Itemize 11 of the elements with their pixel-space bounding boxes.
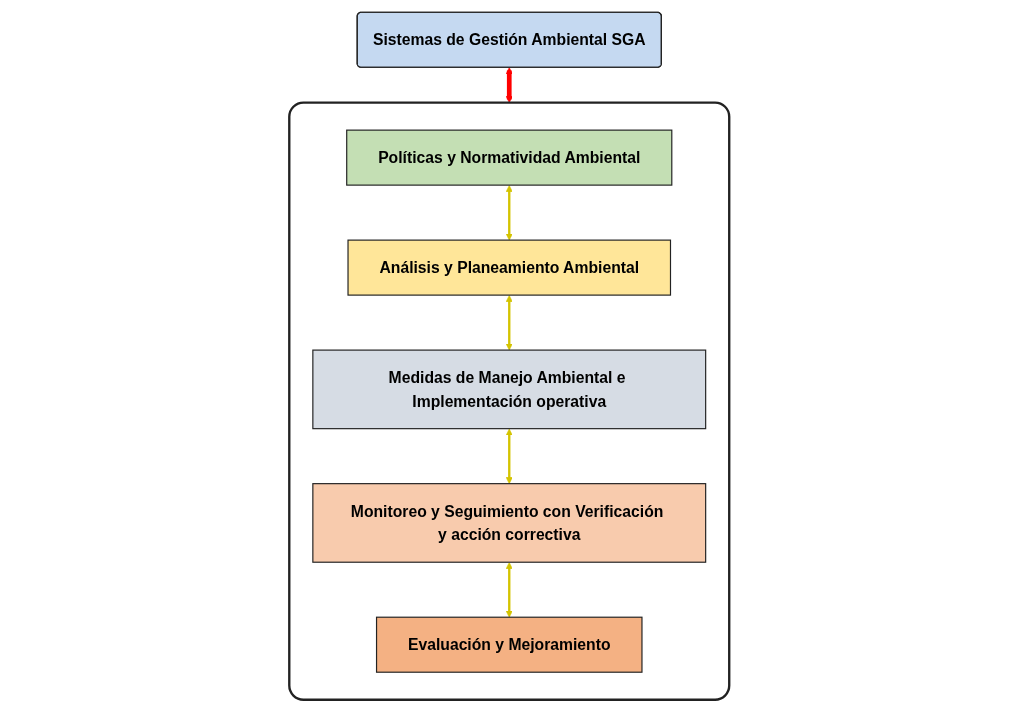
node-box: Medidas de Manejo Ambiental e Implementación operativa: [312, 349, 707, 429]
arrow: [506, 561, 513, 617]
arrow: [506, 66, 513, 103]
arrow: [506, 184, 513, 240]
node-box: Análisis y Planeamiento Ambiental: [347, 239, 672, 296]
cluster: [288, 100, 731, 701]
arrow: [506, 294, 513, 350]
arrow: [506, 428, 513, 484]
node-box: Monitoreo y Seguimiento con Verificación y acción correctiva: [312, 482, 707, 563]
node-box: Evaluación y Mejoramiento: [376, 616, 643, 673]
node-box: Políticas y Normatividad Ambiental: [346, 129, 673, 186]
